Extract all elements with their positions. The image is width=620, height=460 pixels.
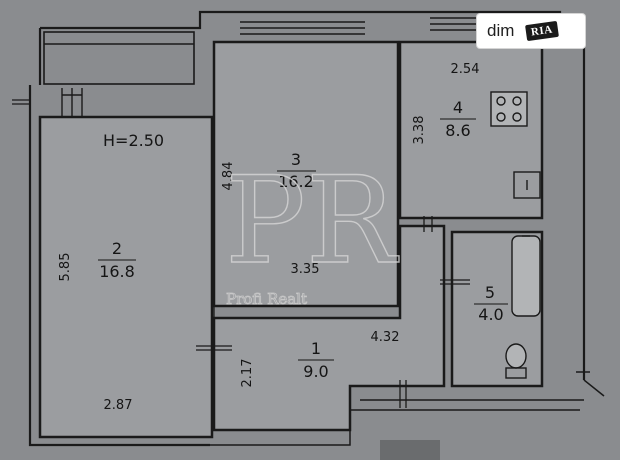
svg-text:16.8: 16.8 xyxy=(99,262,135,281)
room-3 xyxy=(212,40,400,308)
toilet-icon xyxy=(505,343,527,379)
svg-text:5: 5 xyxy=(485,283,495,302)
svg-text:1: 1 xyxy=(311,339,321,358)
svg-text:2: 2 xyxy=(112,239,122,258)
room-4 xyxy=(398,40,544,220)
bathtub-icon xyxy=(511,235,541,317)
room-1-width-dimension: 4.32 xyxy=(371,330,400,345)
stove-icon xyxy=(490,91,528,127)
svg-text:3: 3 xyxy=(291,150,301,169)
room-2 xyxy=(38,115,214,439)
room-1-label: 1 9.0 xyxy=(298,339,334,381)
room-1-height-dimension: 2.17 xyxy=(240,359,255,388)
entry-area xyxy=(210,371,605,446)
svg-text:4: 4 xyxy=(453,98,463,117)
room-3-label: 3 16.2 xyxy=(277,150,316,191)
badge-ria-logo: RIA xyxy=(525,20,560,42)
dim-ria-badge: dim RIA xyxy=(477,14,585,48)
door-marks xyxy=(12,99,470,408)
ceiling-height-label: H=2.50 xyxy=(103,131,164,150)
svg-text:9.0: 9.0 xyxy=(303,362,328,381)
watermark-text: Profi Realt xyxy=(226,290,307,308)
room-3-height-dimension: 4.84 xyxy=(221,162,236,191)
room-2-label: 2 16.8 xyxy=(98,239,136,281)
room-5-label: 5 4.0 xyxy=(474,283,508,324)
room-2-height-dimension: 5.85 xyxy=(58,253,73,282)
room-4-height-dimension: 3.38 xyxy=(412,116,427,145)
sink-icon xyxy=(513,171,541,199)
svg-text:16.2: 16.2 xyxy=(278,172,314,191)
room-4-width-dimension: 2.54 xyxy=(451,62,480,77)
balcony xyxy=(43,31,195,85)
room-2-width-dimension: 2.87 xyxy=(104,398,133,413)
svg-text:4.0: 4.0 xyxy=(478,305,503,324)
svg-text:8.6: 8.6 xyxy=(445,121,470,140)
room-1 xyxy=(212,224,446,432)
badge-dim-text: dim xyxy=(487,21,515,40)
room-4-label: 4 8.6 xyxy=(440,98,476,140)
room-3-width-dimension: 3.35 xyxy=(291,262,320,277)
bottom-artifact xyxy=(380,440,440,460)
watermark-monogram: PR xyxy=(225,152,400,291)
